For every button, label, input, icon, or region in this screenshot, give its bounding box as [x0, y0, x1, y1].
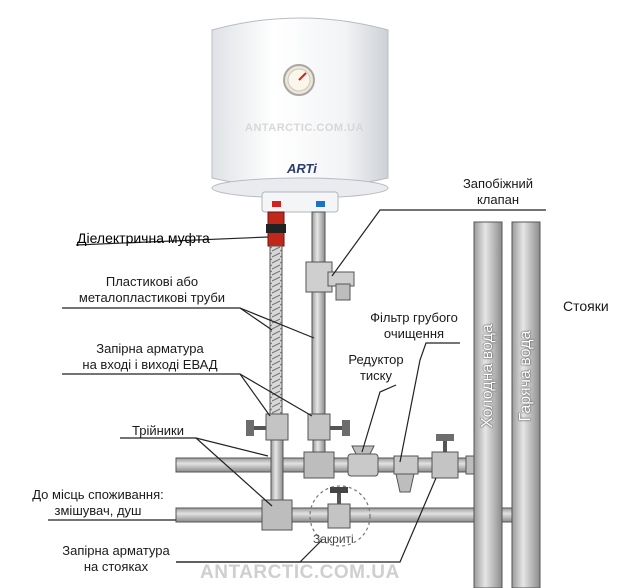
- dielectric-nut: [266, 224, 286, 233]
- valve-hot-outlet: [246, 413, 289, 441]
- water-heater: [211, 17, 389, 213]
- tank-watermark: ANTARCTIC.COM.UA: [245, 122, 365, 134]
- label-tees: Трійники: [132, 423, 184, 438]
- label-shutoff-ewh: Запірна арматура на вході і виході ЕВАД: [82, 341, 218, 372]
- thermometer-icon: [283, 64, 315, 96]
- tee-cold: [303, 451, 335, 479]
- brand-logo: ARTi: [287, 161, 317, 176]
- label-risers: Стояки: [563, 298, 609, 314]
- label-consumers: До місць споживання: змішувач, душ: [32, 487, 164, 518]
- label-plastic-pipes: Пластикові або металопластикові труби: [78, 274, 226, 305]
- label-cold-water: Холодна вода: [479, 324, 496, 428]
- hot-riser: [511, 221, 541, 588]
- cold-inlet-mark: [316, 201, 325, 207]
- closed-valves: [309, 485, 371, 547]
- label-closed: Закриті: [313, 532, 354, 546]
- coarse-filter: [393, 455, 419, 493]
- valve-riser-cold: [431, 434, 459, 479]
- safety-valve: [305, 261, 355, 301]
- valve-cold-inlet: [307, 413, 350, 441]
- label-safety-valve: Запобіжний клапан: [462, 176, 534, 207]
- label-dielectric-coupling: Діелектрична муфта: [77, 230, 210, 246]
- label-coarse-filter: Фільтр грубого очищення: [370, 310, 458, 341]
- cold-riser: [473, 221, 503, 588]
- leader-lines: [48, 209, 546, 563]
- tee-hot: [261, 499, 293, 531]
- label-pressure-reducer: Редуктор тиску: [348, 352, 404, 383]
- bottom-watermark: ANTARCTIC.COM.UA: [200, 562, 400, 583]
- label-shutoff-risers: Запірна арматура на стояках: [62, 543, 170, 574]
- cold-vertical-pipe: [311, 211, 326, 418]
- hot-flex-pipe: [269, 245, 283, 417]
- hot-outlet-mark: [272, 201, 281, 207]
- label-hot-water: Гаряча вода: [517, 330, 534, 422]
